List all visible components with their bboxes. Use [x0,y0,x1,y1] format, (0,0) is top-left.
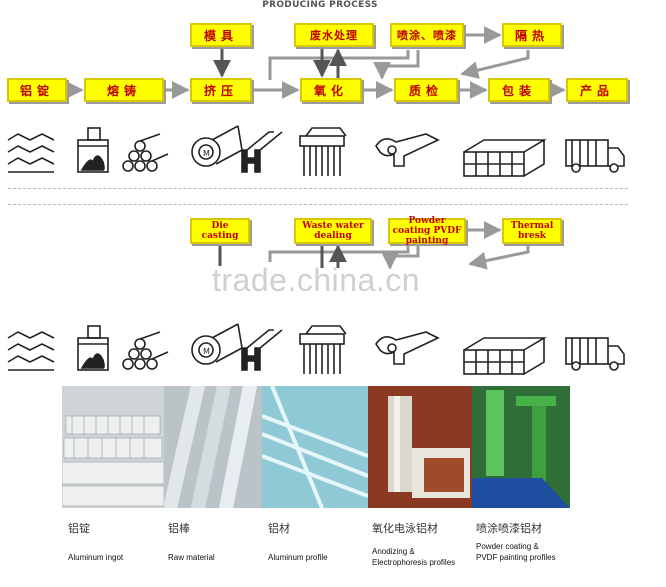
ingot-stack-icon [7,133,55,173]
step-wastewater: 废水处理 [294,23,374,47]
svg-text:M: M [203,149,210,158]
step-product: 产品 [566,78,628,102]
step-oxidation: 氧化 [300,78,362,102]
step-ingot: 铝锭 [7,78,67,102]
log-pile-icon [122,133,169,172]
caption-cn-raw: 铝棒 [168,522,190,535]
step-insulation: 隔热 [502,23,562,47]
step-thermal: Thermal bresk [502,218,562,244]
step-melting: 熔铸 [84,78,164,102]
clamp-icon [375,133,440,167]
caption-en-powder: Powder coating & PVDF painting profiles [476,542,556,562]
caption-cn-ingot: 铝锭 [68,522,90,535]
step-quality: 质检 [394,78,458,102]
divider-middle [8,204,628,205]
photo-ingots [62,386,164,508]
page-title: PRODUCING PROCESS [262,0,378,10]
furnace-icon [77,127,109,173]
caption-en-raw: Raw material [168,553,215,562]
step-packing: 包装 [488,78,550,102]
step-powder-coating: Powder coating PVDF painting [388,216,466,246]
caption-cn-anodizing: 氧化电泳铝材 [372,522,438,535]
h-profile-icon [241,131,283,173]
step-mold: 模具 [190,23,252,47]
divider-top [8,188,628,189]
caption-en-ingot: Aluminum ingot [68,553,124,562]
watermark: trade.china.cn [212,262,421,298]
photo-aluminum-profile [262,386,368,508]
photo-anodizing [368,386,472,508]
comb-profile-icon [299,127,347,176]
step-extrusion: 挤压 [190,78,252,102]
hollow-tubes-icon [463,139,547,177]
caption-cn-powder: 喷涂喷漆铝材 [476,522,542,535]
photo-raw-material [164,386,262,508]
caption-cn-profile: 铝材 [268,522,290,535]
photo-powder-coating [472,386,570,508]
caption-en-anodizing: Anodizing & Electrophoresis profiles [372,547,456,567]
truck-icon [565,139,625,173]
step-die-casting: Die casting [190,218,250,244]
extrusion-press-icon: M [191,125,243,167]
caption-en-profile: Aluminum profile [268,553,328,562]
step-spraying: 喷涂、喷漆 [390,23,464,47]
step-waste-water: Waste water dealing [294,218,372,244]
